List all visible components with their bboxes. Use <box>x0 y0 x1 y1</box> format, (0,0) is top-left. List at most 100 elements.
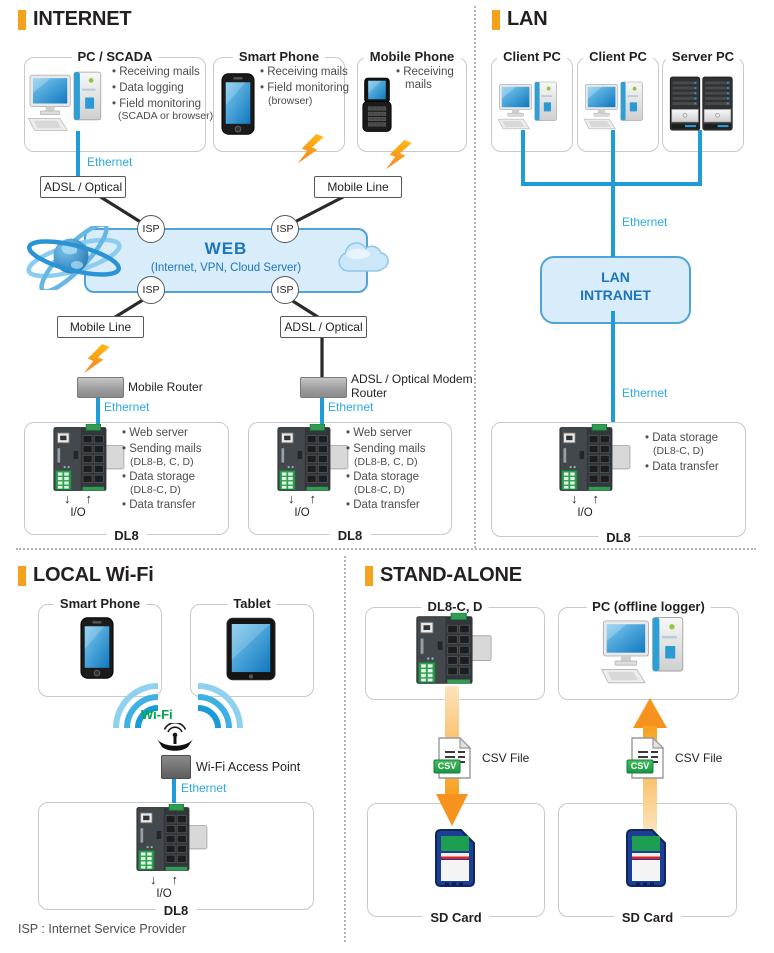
mobile-line-label: Mobile Line <box>327 180 389 194</box>
ethernet-label: Ethernet <box>622 386 668 400</box>
sd-card-icon <box>435 829 475 887</box>
wifi-waves-right-icon <box>198 683 243 728</box>
io-label: I/O <box>70 507 86 519</box>
section-title: INTERNET <box>33 8 132 30</box>
csv-badge: CSV <box>630 761 650 771</box>
desktop-pc-icon <box>600 614 692 688</box>
dl8-label: DL8 <box>329 528 371 543</box>
web-title: WEB <box>204 239 248 258</box>
arrow-up-icon: ↑ <box>171 872 179 887</box>
adsl-optical-tag-bottom: ADSL / Optical <box>280 316 367 338</box>
bullet-item: Web server <box>122 427 188 440</box>
smartphone-icon <box>221 72 255 136</box>
bullet-subitem: (DL8-C, D) <box>653 445 704 457</box>
bullet-subitem: (SCADA or browser) <box>118 110 214 122</box>
lightning-bolt-icon <box>83 343 110 374</box>
adsl-modem-device <box>300 377 347 398</box>
bullet-item: Data transfer <box>645 461 718 474</box>
header-accent-bar <box>492 9 500 30</box>
tablet-icon <box>226 616 276 682</box>
mobile-router-device <box>77 377 124 398</box>
adsl-optical-label: ADSL / Optical <box>284 320 363 334</box>
adsl-modem-label-line2: Router <box>351 386 388 400</box>
dl8-device-icon <box>556 424 632 494</box>
bullet-item: Field monitoring <box>112 98 201 111</box>
io-group: ↓↑ I/O <box>283 491 321 519</box>
io-label: I/O <box>577 507 593 519</box>
globe-icon <box>24 226 126 290</box>
ethernet-bus <box>521 182 702 186</box>
bullet-item: Data storage <box>645 432 718 445</box>
access-point-label: Wi-Fi Access Point <box>196 760 301 774</box>
client-pc-box: Client PC <box>491 49 573 152</box>
web-panel: WEB (Internet, VPN, Cloud Server) <box>84 228 368 293</box>
antenna-icon <box>155 723 195 757</box>
dl8-label: DL8 <box>106 528 147 543</box>
server-icon <box>668 74 736 136</box>
bullet-item: Field monitoring <box>260 82 349 95</box>
isp-label: ISP <box>142 223 160 235</box>
isp-footnote: ISP : Internet Service Provider <box>18 922 186 936</box>
ethernet-label: Ethernet <box>622 215 668 229</box>
header-accent-bar <box>365 565 373 586</box>
divider-vertical-bottom <box>344 556 346 942</box>
isp-label: ISP <box>142 284 160 296</box>
bullet-item: Sending mails <box>346 443 425 456</box>
bullet-item: Web server <box>346 427 412 440</box>
bullet-item: Receiving mails <box>260 66 348 79</box>
bullet-item: Data logging <box>112 82 184 95</box>
adsl-optical-label: ADSL / Optical <box>43 180 123 194</box>
ethernet-label: Ethernet <box>328 400 374 414</box>
dl8-device-icon <box>50 424 126 494</box>
lan-intranet-panel: LAN INTRANET <box>540 256 691 324</box>
bullet-item: Data storage <box>346 471 419 484</box>
dl8-device-icon <box>274 424 350 494</box>
bullet-subitem: (browser) <box>268 95 313 107</box>
io-label: I/O <box>294 507 310 519</box>
sd-card-icon <box>626 829 666 887</box>
section-header-local-wifi: LOCAL Wi-Fi <box>18 564 154 587</box>
isp-circle: ISP <box>271 276 299 304</box>
flip-phone-icon <box>362 74 392 136</box>
dl8-device-icon <box>413 612 493 688</box>
arrow-down-icon: ↓ <box>150 872 157 887</box>
isp-circle: ISP <box>137 276 165 304</box>
dl8-device-icon <box>133 804 209 874</box>
bullet-subitem: (DL8-C, D) <box>130 484 181 496</box>
isp-circle: ISP <box>137 215 165 243</box>
dl8-label: DL8 <box>155 903 197 918</box>
ethernet-label: Ethernet <box>181 781 227 795</box>
mobile-router-label: Mobile Router <box>128 380 203 394</box>
pc-scada-label: PC / SCADA <box>71 49 159 64</box>
bullet-item: Data transfer <box>122 499 195 512</box>
arrow-up-icon: ↑ <box>85 491 93 506</box>
data-flow-arrow-up-head <box>633 698 667 728</box>
tablet-label: Tablet <box>227 596 277 611</box>
isp-label: ISP <box>276 284 294 296</box>
isp-circle: ISP <box>271 215 299 243</box>
wifi-access-point-device <box>161 755 191 779</box>
io-group: ↓↑ I/O <box>566 492 604 519</box>
section-header-internet: INTERNET <box>18 8 132 31</box>
web-subtitle: (Internet, VPN, Cloud Server) <box>150 262 302 274</box>
intranet-line1: LAN <box>601 269 630 285</box>
arrow-up-icon: ↑ <box>309 491 317 506</box>
bullet-subitem: (DL8-B, C, D) <box>130 456 194 468</box>
smart-phone-label: Smart Phone <box>53 596 147 611</box>
divider-horizontal <box>16 548 756 550</box>
ethernet-label: Ethernet <box>87 155 133 169</box>
wifi-label: Wi-Fi <box>141 707 173 722</box>
adsl-modem-label-line1: ADSL / Optical Modem <box>351 372 473 386</box>
section-header-lan: LAN <box>492 8 548 31</box>
desktop-pc-icon <box>497 80 563 132</box>
client-pc-label: Client PC <box>583 49 653 64</box>
divider-vertical-top <box>474 6 476 548</box>
adsl-optical-tag-top: ADSL / Optical <box>40 176 126 198</box>
sd-card-label: SD Card <box>422 910 490 925</box>
bullet-item: Receiving mails <box>112 66 200 79</box>
desktop-pc-icon <box>583 80 649 132</box>
section-title: LOCAL Wi-Fi <box>33 564 154 586</box>
header-accent-bar <box>18 9 26 30</box>
header-accent-bar <box>18 565 26 586</box>
